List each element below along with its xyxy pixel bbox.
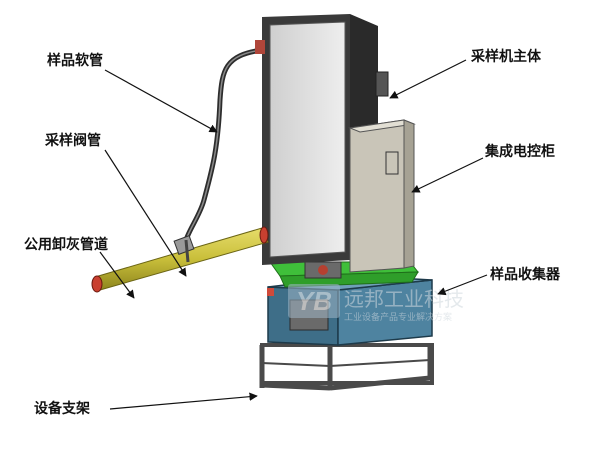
- public-ash-pipe: [91, 226, 269, 293]
- arrow-integrated-control-cabinet: [411, 157, 484, 193]
- arrow-sample-collector: [437, 274, 488, 296]
- label-sampler-main-body: 采样机主体: [471, 49, 541, 65]
- arrow-equipment-support-frame: [109, 392, 258, 410]
- label-integrated-control-cabinet: 集成电控柜: [485, 144, 555, 160]
- arrow-public-ash-pipe: [99, 251, 135, 299]
- label-sample-collector: 样品收集器: [490, 267, 560, 283]
- label-sampling-valve-tube: 采样阀管: [45, 133, 101, 149]
- label-equipment-support-frame: 设备支架: [34, 401, 90, 417]
- sampling-valve-tube: [173, 235, 195, 263]
- watermark-slogan: 工业设备产品专业解决方案: [344, 311, 452, 323]
- arrow-sample-hose: [104, 69, 218, 133]
- watermark: YB 远邦工业科技 工业设备产品专业解决方案: [288, 284, 464, 323]
- equipment-support-frame: [259, 343, 434, 391]
- sample-hose: [183, 40, 265, 241]
- arrow-sampling-valve-tube: [104, 149, 187, 277]
- label-sample-hose: 样品软管: [47, 53, 103, 69]
- integrated-control-cabinet: [348, 119, 416, 273]
- arrow-sampler-main-body: [389, 59, 467, 99]
- watermark-logo: YB: [296, 286, 332, 316]
- leader-arrows: [99, 59, 488, 410]
- label-public-ash-pipe: 公用卸灰管道: [24, 237, 108, 253]
